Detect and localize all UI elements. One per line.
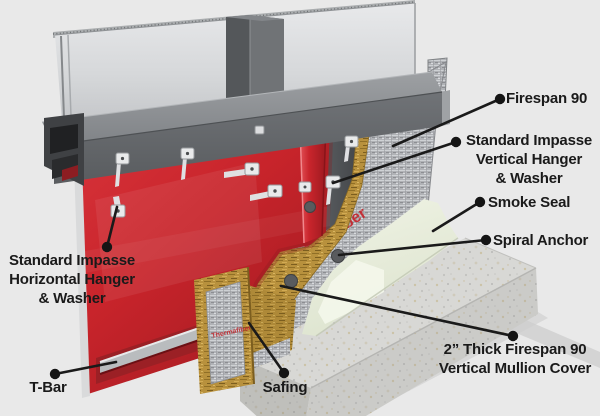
callout-vertical-hanger-line3: & Washer bbox=[495, 170, 563, 187]
leader-safing bbox=[247, 321, 286, 375]
hanger-clip bbox=[224, 162, 260, 178]
callout-horizontal-hanger-line1: Standard Impasse bbox=[8, 252, 135, 269]
callout-firespan90: Firespan 90 bbox=[506, 89, 600, 108]
mullion-end-cap bbox=[44, 113, 84, 186]
leader-vertical-hanger bbox=[331, 140, 458, 185]
hanger-clip bbox=[344, 135, 359, 162]
hanger-clip bbox=[250, 184, 283, 201]
callout-t-bar-text: T-Bar bbox=[29, 379, 67, 396]
hanger-clip bbox=[180, 147, 195, 180]
leader-spiral-anchor bbox=[337, 238, 488, 257]
callout-vertical-hanger: Standard Impasse Vertical Hanger & Washe… bbox=[458, 131, 600, 188]
callout-smoke-seal: Smoke Seal bbox=[488, 193, 588, 212]
leader-dots bbox=[49, 93, 519, 380]
leader-smoke-seal bbox=[431, 200, 482, 233]
leader-t-bar bbox=[53, 360, 118, 376]
horizontal-mullion bbox=[41, 71, 450, 184]
callout-t-bar: T-Bar bbox=[22, 378, 74, 397]
leader-horizontal-hanger bbox=[105, 205, 119, 249]
callout-mullion-cover-line2: Vertical Mullion Cover bbox=[438, 360, 592, 377]
hanger-clip bbox=[298, 181, 312, 193]
callout-horizontal-hanger-line2: Horizontal Hanger bbox=[9, 271, 135, 288]
callout-mullion-cover: 2” Thick Firespan 90 Vertical Mullion Co… bbox=[432, 340, 598, 378]
hanger-clip bbox=[115, 152, 130, 187]
spiral-anchor-pin bbox=[304, 201, 316, 213]
leader-lines bbox=[53, 97, 515, 376]
callout-horizontal-hanger: Standard Impasse Horizontal Hanger & Was… bbox=[2, 251, 142, 308]
leader-mullion-cover bbox=[279, 284, 515, 338]
callout-safing-text: Safing bbox=[262, 379, 308, 396]
callout-spiral-anchor-text: Spiral Anchor bbox=[493, 232, 589, 249]
leader-firespan90 bbox=[391, 97, 502, 148]
callout-mullion-cover-line1: 2” Thick Firespan 90 bbox=[443, 341, 587, 358]
callout-firespan90-text: Firespan 90 bbox=[506, 90, 588, 107]
smoke-seal-spray bbox=[302, 199, 459, 337]
vertical-mullion bbox=[226, 15, 284, 121]
safing-insulation: Thermafiber bbox=[194, 266, 296, 394]
hanger-clip bbox=[254, 125, 265, 135]
callout-smoke-seal-text: Smoke Seal bbox=[488, 194, 571, 211]
callout-vertical-hanger-line2: Vertical Hanger bbox=[475, 151, 583, 168]
callout-spiral-anchor: Spiral Anchor bbox=[493, 231, 599, 250]
callout-horizontal-hanger-line3: & Washer bbox=[38, 290, 106, 307]
callout-safing: Safing bbox=[258, 378, 312, 397]
t-bar bbox=[96, 320, 213, 384]
spiral-anchor-pin bbox=[284, 274, 298, 288]
concrete-floor-slab bbox=[240, 237, 600, 416]
spiral-anchor-pin bbox=[331, 249, 345, 263]
callout-vertical-hanger-line1: Standard Impasse bbox=[465, 132, 592, 149]
